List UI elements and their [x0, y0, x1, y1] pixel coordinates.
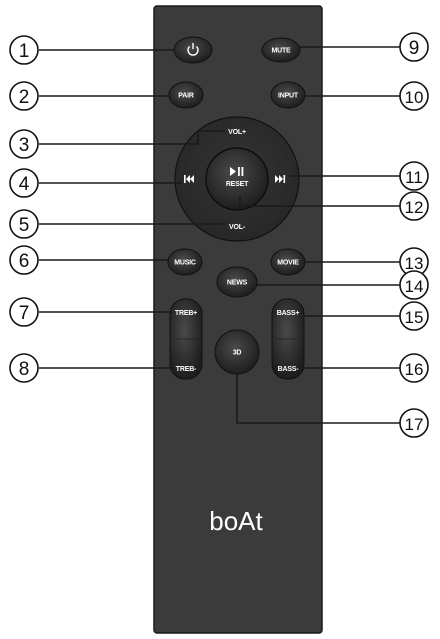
reset-label: RESET — [226, 181, 249, 188]
bass-rocker[interactable] — [271, 298, 305, 380]
svg-text:5: 5 — [19, 215, 30, 236]
treble-down-label[interactable]: TREB- — [176, 366, 197, 373]
callout-10: 10 — [399, 81, 429, 111]
callout-15: 15 — [399, 301, 429, 331]
next-track-icon[interactable] — [275, 175, 286, 183]
svg-text:14: 14 — [405, 277, 424, 296]
callout-4: 4 — [9, 168, 39, 198]
svg-text:16: 16 — [405, 360, 424, 379]
three-d-label: 3D — [233, 350, 242, 357]
treble-rocker[interactable] — [169, 298, 203, 380]
svg-text:6: 6 — [19, 251, 30, 272]
brand-logo: boAt — [209, 506, 263, 536]
mute-button[interactable]: MUTE — [261, 37, 301, 63]
bass-up-label[interactable]: BASS+ — [277, 310, 300, 317]
music-button[interactable]: MUSIC — [167, 248, 203, 276]
svg-text:15: 15 — [405, 308, 424, 327]
svg-text:4: 4 — [19, 174, 30, 195]
power-icon — [187, 43, 199, 56]
callout-3: 3 — [9, 129, 39, 159]
svg-text:3: 3 — [19, 135, 30, 156]
callout-5: 5 — [9, 209, 39, 239]
play-pause-icon — [230, 167, 244, 176]
svg-text:2: 2 — [19, 87, 30, 108]
pair-button[interactable]: PAIR — [168, 81, 204, 109]
svg-text:1: 1 — [19, 41, 30, 62]
input-label: INPUT — [278, 93, 299, 100]
svg-text:12: 12 — [405, 198, 424, 217]
three-d-button[interactable]: 3D — [214, 329, 260, 375]
callout-16: 16 — [399, 353, 429, 383]
svg-text:9: 9 — [409, 38, 420, 59]
svg-text:11: 11 — [405, 168, 423, 187]
svg-text:17: 17 — [405, 415, 424, 434]
svg-text:10: 10 — [405, 88, 424, 107]
movie-button[interactable]: MOVIE — [270, 248, 306, 276]
svg-text:7: 7 — [19, 303, 30, 324]
pair-label: PAIR — [178, 93, 194, 100]
callout-9: 9 — [399, 32, 429, 62]
callout-11: 11 — [399, 161, 429, 191]
treble-up-label[interactable]: TREB+ — [175, 310, 197, 317]
vol-up-label[interactable]: VOL+ — [228, 129, 246, 136]
callout-8: 8 — [9, 353, 39, 383]
input-button[interactable]: INPUT — [270, 81, 306, 109]
callout-7: 7 — [9, 297, 39, 327]
mute-label: MUTE — [271, 48, 291, 55]
news-button[interactable]: NEWS — [216, 266, 258, 298]
callout-17: 17 — [399, 408, 429, 438]
bass-down-label[interactable]: BASS- — [278, 366, 300, 373]
movie-label: MOVIE — [277, 260, 299, 267]
play-pause-reset-button[interactable]: RESET — [205, 147, 269, 211]
leader-lines — [39, 46, 401, 424]
callout-1: 1 — [9, 35, 39, 65]
svg-text:13: 13 — [405, 254, 424, 273]
svg-text:8: 8 — [19, 359, 30, 380]
callout-2: 2 — [9, 81, 39, 111]
music-label: MUSIC — [174, 260, 196, 267]
callout-14: 14 — [399, 270, 429, 300]
power-button[interactable] — [173, 36, 213, 64]
vol-down-label[interactable]: VOL- — [229, 224, 246, 231]
callout-12: 12 — [399, 191, 429, 221]
callout-6: 6 — [9, 245, 39, 275]
news-label: NEWS — [227, 280, 248, 287]
previous-track-icon[interactable] — [184, 175, 194, 183]
